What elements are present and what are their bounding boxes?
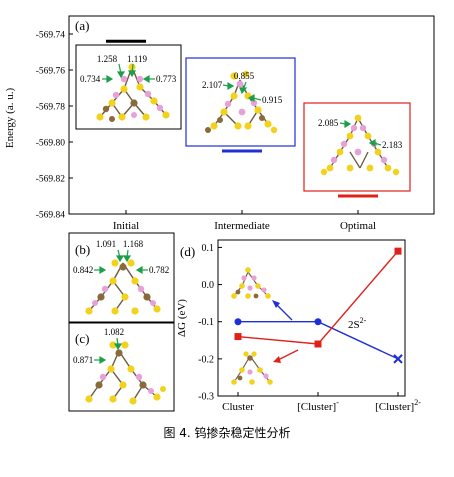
- panel-a-ytick-label: -569.78: [36, 103, 66, 113]
- structure-intermediate: 0.855 2.107 0.915: [185, 57, 296, 147]
- panel-a-xtick-label: Optimal: [340, 220, 376, 232]
- panel-a-frame: [68, 15, 435, 215]
- inset-molecule-lower: [231, 351, 273, 385]
- structure-optimal: 2.085 2.183: [303, 102, 411, 192]
- panel-a-ytick-label: -569.82: [36, 175, 66, 185]
- panel-a-ytick-label: -569.76: [36, 67, 66, 77]
- panel-d-ytick-label: -0.1: [198, 317, 214, 328]
- panel-d-ytick-label: 0.1: [202, 243, 215, 254]
- panel-b: (b) 1.091 1.168 0.842 0.782: [68, 232, 175, 323]
- green-arrows-intermediate: [222, 81, 262, 103]
- panel-d-series: [234, 247, 403, 364]
- series-0-point: [234, 318, 242, 326]
- panel-c: (c) 1.082 0.871: [68, 322, 175, 412]
- bond-label-b-1: 1.091: [96, 239, 116, 249]
- green-arrows-initial: [102, 63, 155, 84]
- bond-label-initial-4: 0.773: [156, 74, 177, 84]
- panel-a-yticks: -569.74 -569.76 -569.78 -569.80 -569.82 -569.…: [36, 31, 73, 221]
- inset-pointer-arrows: [272, 300, 299, 363]
- panel-a-label: (a): [75, 18, 89, 33]
- panel-a: (a) Energy (a. u.) -569.74 -569.76 -569.78…: [4, 15, 435, 232]
- panel-d-label: (d): [180, 244, 195, 259]
- panel-d-ytick-label: 0.0: [202, 280, 215, 291]
- panel-d-xtick-label: [Cluster]-: [297, 398, 339, 413]
- bond-label-c-2: 0.871: [73, 355, 93, 365]
- panel-d-annotation: 2S2-: [348, 316, 367, 331]
- molecule-intermediate: [205, 70, 278, 134]
- bond-label-initial-3: 0.734: [80, 74, 101, 84]
- bond-label-b-3: 0.842: [73, 265, 93, 275]
- panel-d: (d) ΔG (eV) 0.1 0.0 -0.1 -0.2 -0.3 Cluster [C…: [176, 239, 421, 413]
- panel-a-ytick-label: -569.80: [36, 139, 66, 149]
- figure-caption: 图 4. 钨掺杂稳定性分析: [163, 425, 290, 440]
- green-arrows-c: [94, 337, 123, 365]
- molecule-b: [85, 259, 161, 315]
- panel-a-xlabels: Initial Intermediate Optimal: [113, 210, 376, 232]
- series-0-line: [238, 321, 399, 360]
- bond-label-b-2: 1.168: [123, 239, 144, 249]
- molecule-c: [85, 341, 166, 405]
- panel-c-label: (c): [75, 331, 89, 346]
- green-arrows-b: [94, 249, 148, 275]
- bond-label-optimal-2: 2.183: [382, 140, 403, 150]
- panel-a-xtick-label: Initial: [113, 220, 139, 232]
- structure-initial: 1.258 1.119 0.734 0.773: [75, 44, 182, 130]
- panel-a-energy-levels: [106, 39, 378, 198]
- panel-d-xtick-label: Cluster: [222, 401, 254, 413]
- bond-label-c-1: 1.082: [104, 327, 124, 337]
- green-arrows-optimal: [339, 119, 382, 148]
- bond-label-initial-2: 1.119: [127, 54, 147, 64]
- panel-d-ytick-label: -0.2: [198, 354, 214, 365]
- panel-a-ylabel: Energy (a. u.): [4, 88, 16, 149]
- molecule-initial: [96, 63, 170, 122]
- series-0-point: [314, 318, 322, 326]
- panel-a-ytick-label: -569.74: [36, 31, 66, 41]
- panel-a-ytick-label: -569.84: [36, 211, 66, 221]
- series-1-point: [314, 340, 322, 348]
- panel-b-label: (b): [75, 242, 90, 257]
- bond-label-optimal-1: 2.085: [318, 118, 339, 128]
- panel-d-ylabel: ΔG (eV): [176, 299, 188, 337]
- series-1-point: [394, 247, 402, 255]
- panel-d-yticks: 0.1 0.0 -0.1 -0.2 -0.3: [198, 243, 222, 403]
- panel-a-xtick-label: Intermediate: [214, 220, 270, 232]
- panel-d-ytick-label: -0.3: [198, 392, 214, 403]
- bond-label-b-4: 0.782: [149, 265, 169, 275]
- bond-label-initial-1: 1.258: [97, 54, 118, 64]
- series-1-line: [237, 250, 399, 345]
- molecule-optimal: [320, 114, 400, 176]
- series-1-point: [234, 333, 242, 341]
- bond-label-intermediate-1: 0.855: [234, 71, 255, 81]
- inset-molecule-upper: [231, 267, 271, 299]
- panel-d-frame: [217, 239, 406, 397]
- panel-d-xtick-label: [Cluster]2-: [375, 398, 421, 413]
- bond-label-intermediate-2: 2.107: [202, 80, 223, 90]
- panel-d-xlabels: Cluster [Cluster]- [Cluster]2-: [222, 392, 421, 413]
- bond-label-intermediate-3: 0.915: [262, 95, 283, 105]
- series-0-point: [393, 354, 403, 364]
